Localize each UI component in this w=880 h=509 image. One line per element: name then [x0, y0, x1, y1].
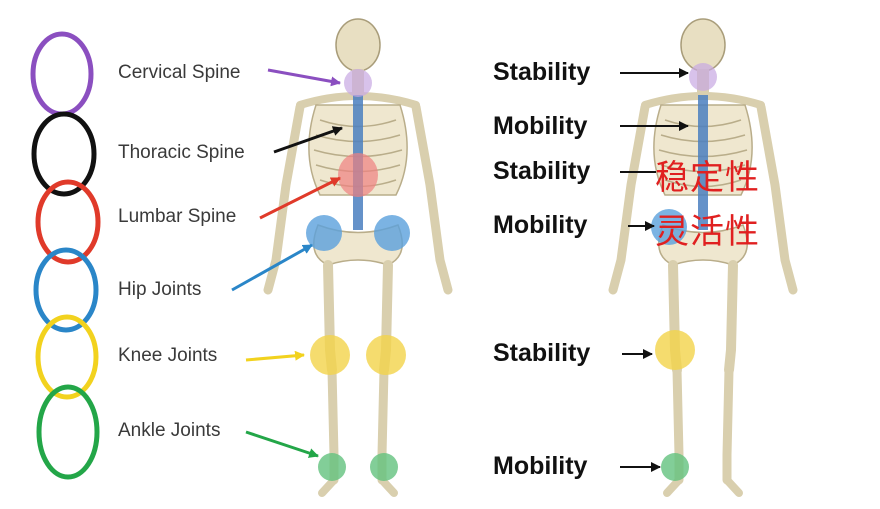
chinese-label-mobility: 灵活性 — [655, 212, 760, 252]
cervical-highlight — [344, 69, 372, 97]
loop-knee — [35, 314, 99, 400]
hip-highlight-right — [374, 215, 410, 251]
lumbar-highlight — [338, 153, 378, 197]
label-stability-cervical: Stability — [493, 58, 591, 86]
label-cervical-spine: Cervical Spine — [118, 62, 241, 83]
label-mobility-hip: Mobility — [493, 211, 588, 239]
hip-highlight-left — [306, 215, 342, 251]
loop-lumbar — [35, 179, 101, 265]
label-knee-joints: Knee Joints — [118, 345, 218, 366]
arrow-ankle — [245, 430, 319, 458]
loop-cervical — [30, 31, 94, 117]
ankle-highlight-left — [318, 453, 346, 481]
arrow-cervical — [267, 68, 341, 87]
right-ankle-highlight — [661, 453, 689, 481]
label-thoracic-spine: Thoracic Spine — [118, 142, 245, 163]
arrow-hip — [231, 243, 313, 292]
arrow-knee — [245, 350, 305, 362]
loop-thoracic — [31, 111, 97, 197]
loop-ankle — [36, 384, 100, 480]
right-hip-highlight — [651, 209, 687, 245]
label-hip-joints: Hip Joints — [118, 279, 202, 300]
right-skeleton — [613, 19, 793, 493]
arrow-lumbar — [259, 176, 341, 220]
ankle-highlight-right — [370, 453, 398, 481]
right-knee-highlight — [655, 330, 695, 370]
right-cervical-highlight — [689, 63, 717, 91]
label-mobility-thoracic: Mobility — [493, 112, 588, 140]
knee-highlight-right — [366, 335, 406, 375]
label-lumbar-spine: Lumbar Spine — [118, 206, 237, 227]
loop-hip — [33, 247, 99, 333]
knee-highlight-left — [310, 335, 350, 375]
label-stability-knee: Stability — [493, 339, 591, 367]
arrow-thoracic — [273, 126, 343, 154]
left-skeleton — [268, 19, 448, 493]
loop-chain — [30, 31, 101, 480]
label-stability-lumbar: Stability — [493, 157, 591, 185]
chinese-label-stability: 稳定性 — [655, 158, 760, 198]
label-ankle-joints: Ankle Joints — [118, 420, 221, 441]
label-mobility-ankle: Mobility — [493, 452, 588, 480]
